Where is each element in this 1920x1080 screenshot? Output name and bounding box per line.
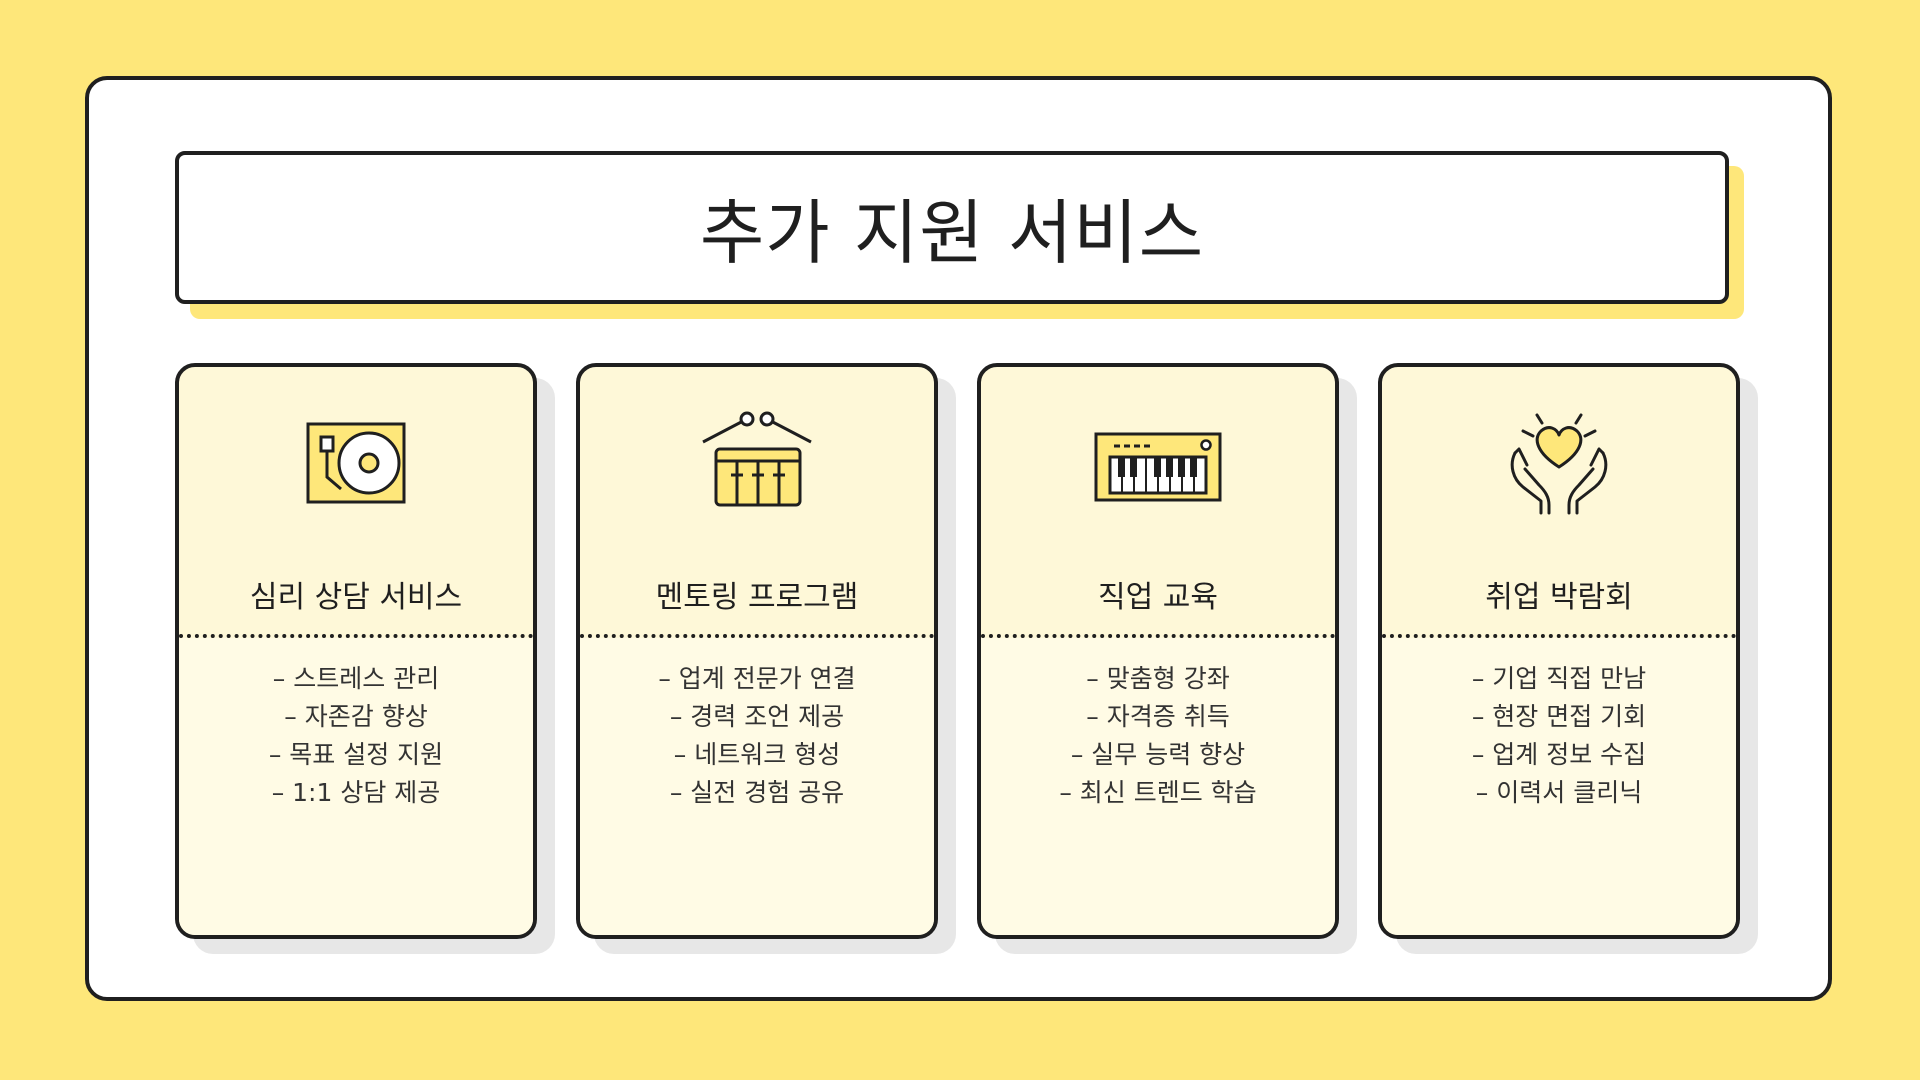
card-body-bg [580, 638, 934, 935]
card-list: – 맞춤형 강좌 – 자격증 취득 – 실무 능력 향상 – 최신 트렌드 학습 [981, 660, 1335, 812]
list-item: – 실전 경험 공유 [669, 778, 845, 807]
dotted-divider [179, 634, 533, 638]
list-item: – 최신 트렌드 학습 [1059, 778, 1257, 807]
list-item: – 자격증 취득 [1086, 702, 1230, 731]
card-list: – 스트레스 관리 – 자존감 향상 – 목표 설정 지원 – 1:1 상담 제… [179, 660, 533, 812]
list-item: – 현장 면접 기회 [1471, 702, 1647, 731]
service-card-training: 직업 교육 – 맞춤형 강좌 – 자격증 취득 – 실무 능력 향상 – 최신 … [977, 363, 1339, 939]
list-item: – 네트워크 형성 [673, 740, 841, 769]
service-card-mentoring: 멘토링 프로그램 – 업계 전문가 연결 – 경력 조언 제공 – 네트워크 형… [576, 363, 938, 939]
card-body-bg [981, 638, 1335, 935]
card-body-bg [179, 638, 533, 935]
list-item: – 기업 직접 만남 [1471, 664, 1647, 693]
card-body-bg [1382, 638, 1736, 935]
card-list: – 업계 전문가 연결 – 경력 조언 제공 – 네트워크 형성 – 실전 경험… [580, 660, 934, 812]
turntable-icon [286, 409, 426, 519]
keyboard-icon [1088, 409, 1228, 519]
card-title: 심리 상담 서비스 [249, 580, 463, 615]
page-title: 추가 지원 서비스 [699, 192, 1205, 274]
card-title: 직업 교육 [1098, 580, 1218, 615]
card-list: – 기업 직접 만남 – 현장 면접 기회 – 업계 정보 수집 – 이력서 클… [1382, 660, 1736, 812]
dotted-divider [1382, 634, 1736, 638]
card-title: 멘토링 프로그램 [655, 580, 859, 615]
list-item: – 목표 설정 지원 [268, 740, 444, 769]
card-title: 취업 박람회 [1485, 580, 1633, 615]
list-item: – 이력서 클리닉 [1475, 778, 1643, 807]
dotted-divider [981, 634, 1335, 638]
drum-icon [687, 409, 827, 519]
list-item: – 1:1 상담 제공 [271, 778, 441, 807]
list-item: – 업계 정보 수집 [1471, 740, 1647, 769]
service-card-job-fair: 취업 박람회 – 기업 직접 만남 – 현장 면접 기회 – 업계 정보 수집 … [1378, 363, 1740, 939]
list-item: – 맞춤형 강좌 [1086, 664, 1230, 693]
list-item: – 경력 조언 제공 [669, 702, 845, 731]
list-item: – 실무 능력 향상 [1070, 740, 1246, 769]
list-item: – 자존감 향상 [284, 702, 428, 731]
heart-hands-icon [1489, 409, 1629, 519]
title-box: 추가 지원 서비스 [175, 151, 1729, 304]
service-card-counseling: 심리 상담 서비스 – 스트레스 관리 – 자존감 향상 – 목표 설정 지원 … [175, 363, 537, 939]
list-item: – 업계 전문가 연결 [658, 664, 856, 693]
list-item: – 스트레스 관리 [272, 664, 440, 693]
dotted-divider [580, 634, 934, 638]
